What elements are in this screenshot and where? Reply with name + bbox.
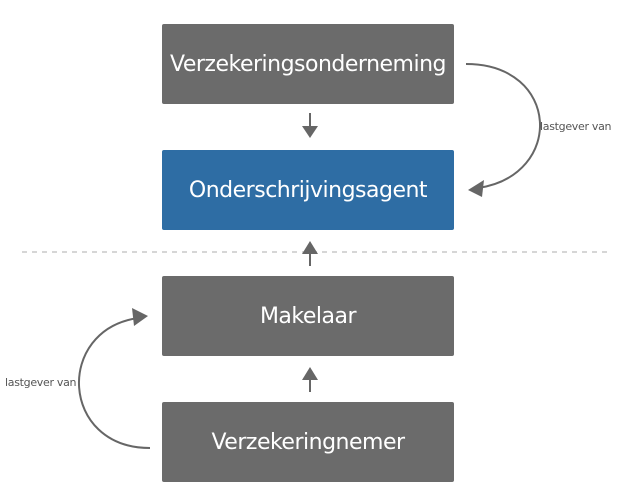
node-insurer-label: Verzekeringsonderneming <box>169 51 447 77</box>
arrow-insurer-to-agent-head <box>302 126 318 138</box>
arrow-policyholder-to-broker-head <box>302 367 318 380</box>
node-policyholder-label: Verzekeringnemer <box>211 429 405 455</box>
curved-arrow-right <box>465 63 541 189</box>
curved-arrow-left-head <box>132 308 148 326</box>
node-policyholder: Verzekeringnemer <box>162 402 454 482</box>
node-insurer: Verzekeringsonderneming <box>162 24 454 104</box>
node-underwriting-agent: Onderschrijvingsagent <box>162 150 454 230</box>
curved-arrow-left <box>78 317 151 449</box>
arrow-broker-to-agent-head <box>302 241 318 254</box>
node-underwriting-agent-label: Onderschrijvingsagent <box>188 177 428 203</box>
node-broker: Makelaar <box>162 276 454 356</box>
edge-label-left: lastgever van <box>5 376 77 389</box>
edge-label-right: lastgever van <box>540 120 612 133</box>
curved-arrow-right-head <box>468 180 484 197</box>
node-broker-label: Makelaar <box>259 303 357 329</box>
